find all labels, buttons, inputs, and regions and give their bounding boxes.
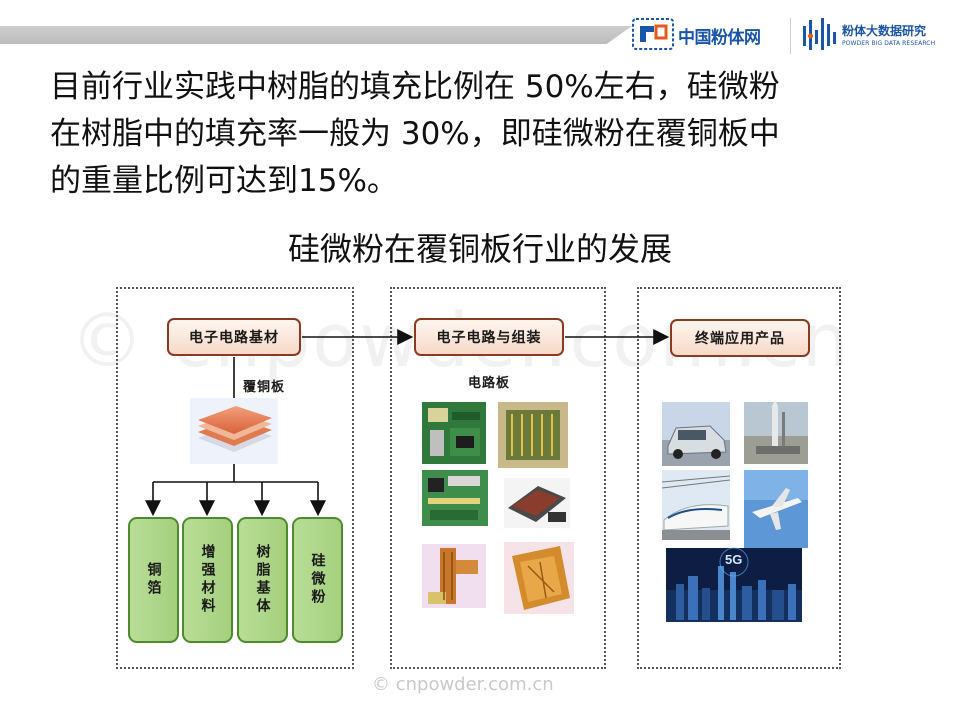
watermark-footer: © cnpowder.com.cn [372, 674, 554, 695]
panel-pcb-assembly [390, 287, 606, 669]
pcb-photo-2 [498, 402, 568, 468]
car-photo [662, 402, 730, 466]
pcb-photo-3 [422, 470, 488, 526]
intro-line-2: 在树脂中的填充率一般为 30%，即硅微粉在覆铜板中 [50, 116, 780, 152]
node-substrate: 电子电路基材 [167, 318, 301, 356]
panel-substrate [116, 287, 354, 669]
material-reinforcement: 增强材料 [182, 517, 233, 643]
powder-big-data-logo[interactable]: 粉体大数据研究 POWDER BIG DATA RESEARCH [800, 14, 955, 58]
header-bar [0, 26, 632, 44]
material-copper-foil: 铜箔 [128, 517, 179, 643]
pcb-photo-6 [504, 542, 574, 614]
material-silica-powder: 硅微粉 [292, 517, 343, 643]
ccl-image [190, 398, 278, 464]
pcb-photo-4 [504, 478, 570, 528]
airplane-photo [744, 470, 808, 548]
pcb-photo-5 [422, 544, 486, 608]
node-pcb-assembly: 电子电路与组装 [414, 318, 564, 356]
powder-big-data-logo-cn: 粉体大数据研究 [842, 24, 927, 38]
node-end-products: 终端应用产品 [670, 319, 810, 357]
logo-divider [790, 18, 791, 54]
5g-city-photo [666, 547, 802, 622]
powder-big-data-logo-en: POWDER BIG DATA RESEARCH [842, 40, 936, 47]
material-label: 树脂基体 [254, 544, 271, 616]
material-resin: 树脂基体 [237, 517, 288, 643]
intro-line-1: 目前行业实践中树脂的填充比例在 50%左右，硅微粉 [50, 69, 780, 105]
cnpowder-logo-icon [632, 18, 674, 50]
intro-line-3: 的重量比例可达到15%。 [50, 163, 398, 199]
satellite-launch-photo [744, 400, 808, 464]
diagram-title: 硅微粉在覆铜板行业的发展 [287, 230, 672, 268]
photo-5g-label: 5G [725, 552, 743, 567]
bar-chart-logo-icon [803, 18, 836, 50]
material-label: 铜箔 [145, 562, 162, 598]
pcb-photo-1 [422, 402, 486, 464]
label-pcb: 电路板 [468, 376, 511, 391]
cnpowder-logo[interactable]: 中国粉体网 [632, 14, 782, 54]
high-speed-train-photo [661, 470, 731, 540]
label-copper-clad-laminate: 覆铜板 [243, 380, 286, 395]
intro-paragraph: 目前行业实践中树脂的填充比例在 50%左右，硅微粉 在树脂中的填充率一般为 30… [50, 64, 930, 205]
panel-end-products [637, 287, 841, 669]
material-label: 硅微粉 [309, 553, 326, 607]
material-label: 增强材料 [199, 544, 216, 616]
cnpowder-logo-text: 中国粉体网 [678, 28, 761, 48]
